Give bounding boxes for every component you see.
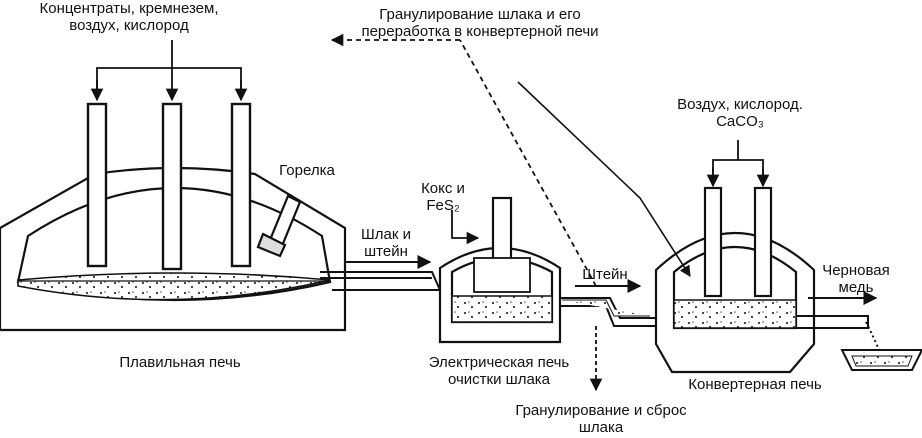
burner-shape xyxy=(256,194,302,258)
blister-copper-label: Черновая медь xyxy=(822,262,890,296)
smelting-furnace-label: Плавильная печь xyxy=(119,354,241,371)
burner-label: Горелка xyxy=(279,162,335,179)
smelting-lances xyxy=(86,102,252,271)
launder-slag-matte xyxy=(320,255,442,291)
converter-feed-arrows xyxy=(706,140,770,188)
converter-furnace-label: Конвертерная печь xyxy=(688,376,822,393)
converter-feed-label: Воздух, кислород. CaCO₃ xyxy=(677,96,803,130)
feed-label: Концентраты, кремнезем, воздух, кислород xyxy=(39,0,219,34)
converter-furnace xyxy=(654,186,816,374)
electric-furnace xyxy=(438,196,562,344)
slag-discard-label: Гранулирование и сброс шлака xyxy=(515,402,687,436)
coke-arrow xyxy=(451,210,480,245)
slag-recycle-line xyxy=(330,33,597,287)
electric-furnace-label: Электрическая печь очистки шлака xyxy=(428,354,570,388)
slag-recycle-label: Гранулирование шлака и его переработка в… xyxy=(361,6,599,40)
ladle xyxy=(840,349,922,371)
matte-label: Штейн xyxy=(582,266,628,283)
feed-arrows xyxy=(90,40,248,102)
slag-matte-label: Шлак и штейн xyxy=(361,226,411,260)
matte-transfer-line xyxy=(517,81,691,277)
coke-label: Кокс и FeS₂ xyxy=(421,180,465,214)
